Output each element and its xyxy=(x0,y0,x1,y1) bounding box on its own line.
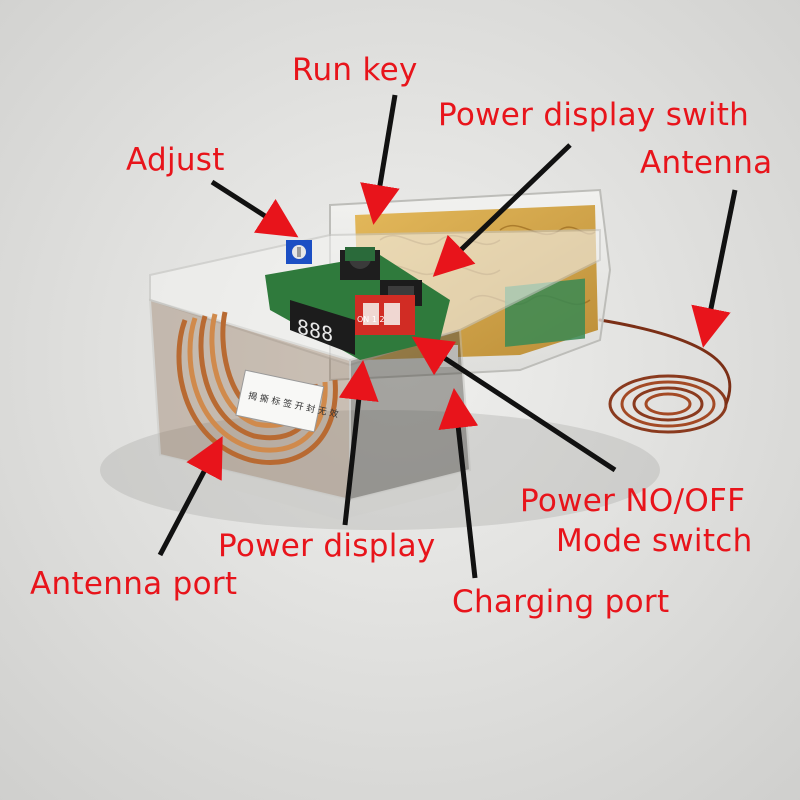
label-antenna-port: Antenna port xyxy=(30,566,238,602)
label-run-key: Run key xyxy=(292,52,418,88)
device-shadow xyxy=(100,410,660,530)
label-adjust: Adjust xyxy=(126,142,225,178)
run-key-button[interactable] xyxy=(340,247,380,280)
label-power-display-switch: Power display swith xyxy=(438,97,750,133)
arrow-power-on-off xyxy=(411,336,617,473)
label-charging-port: Charging port xyxy=(452,584,670,620)
dip-switch[interactable]: ON 1 2 xyxy=(355,295,415,335)
label-antenna: Antenna xyxy=(640,145,773,181)
label-power-on-off: Power NO/OFF xyxy=(520,483,746,519)
arrow-power-display-switch xyxy=(432,143,572,277)
antenna-coil xyxy=(598,318,732,434)
arrow-antenna xyxy=(691,189,738,348)
adjust-potentiometer[interactable] xyxy=(286,240,312,264)
arrow-adjust xyxy=(210,179,299,238)
label-mode-switch: Mode switch xyxy=(556,523,753,559)
arrow-power-display xyxy=(338,360,379,526)
label-power-display: Power display xyxy=(218,528,436,564)
arrow-antenna-port xyxy=(157,436,223,557)
arrow-charging-port xyxy=(438,388,479,579)
arrow-run-key xyxy=(360,94,400,225)
annotation-arrows xyxy=(157,94,738,579)
dip-switch-label: ON 1 2 xyxy=(357,315,385,324)
